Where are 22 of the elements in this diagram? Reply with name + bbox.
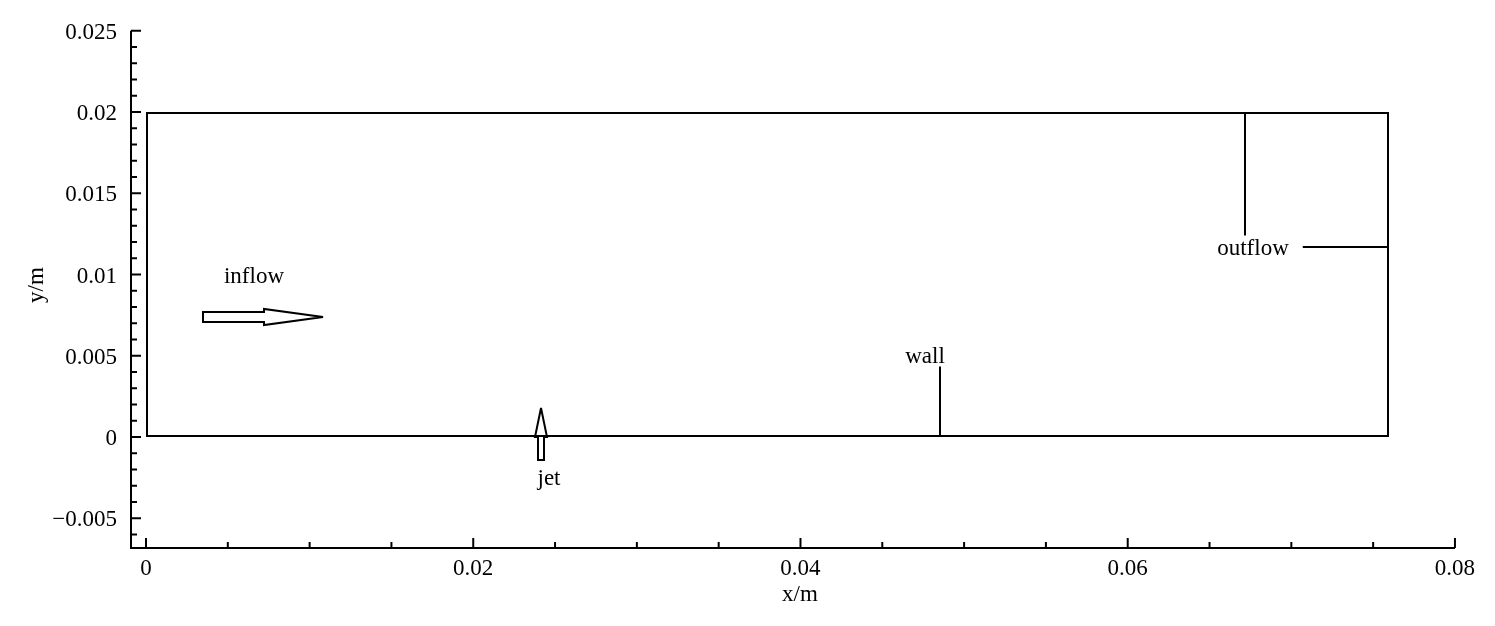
tick-label: 0.06 [1107,555,1148,579]
boundary-label: inflow [223,263,285,287]
leader-line [939,365,941,438]
tick-label: 0 [105,425,117,449]
domain-rectangle [146,112,1389,437]
leader-line [1301,246,1389,248]
boundary-label: outflow [1217,235,1289,259]
tick-label: 0 [140,555,152,579]
tick-label: 0.01 [76,263,117,286]
axis-title: x/m [782,581,818,605]
tick-label: 0.04 [780,555,821,579]
tick-label: 0.015 [65,181,117,205]
axis-title: y/m [23,267,47,303]
tick-label: 0.025 [65,19,117,43]
tick-label: 0.08 [1434,555,1476,579]
tick-label: −0.005 [52,506,117,530]
boundary-label: jet [537,465,561,489]
tick-label: 0.02 [76,100,117,124]
boundary-label: wall [905,343,945,367]
tick-label: 0.005 [65,344,117,368]
tick-label: 0.02 [453,555,494,579]
leader-line [1244,111,1246,237]
